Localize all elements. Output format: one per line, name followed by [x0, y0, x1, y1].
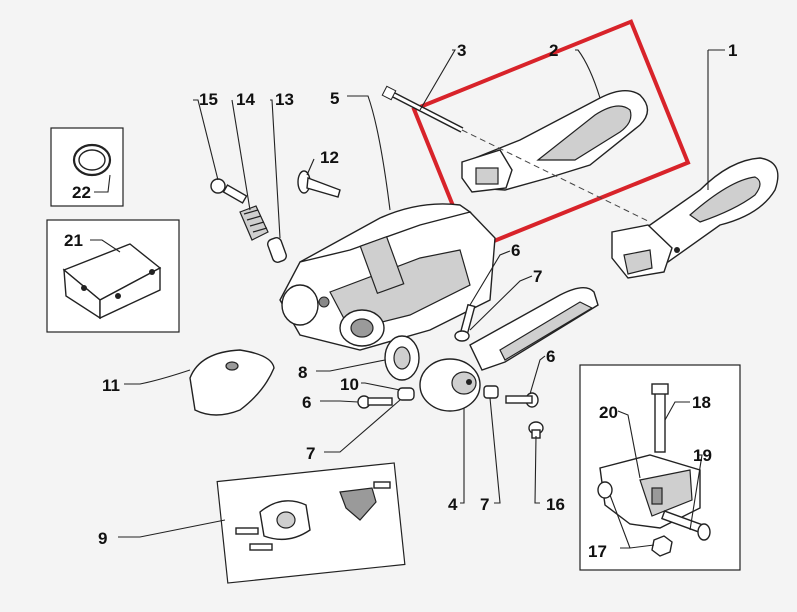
box-part-22	[50, 127, 124, 207]
part-3-bolt[interactable]	[381, 85, 464, 133]
part-18-bolt[interactable]	[651, 383, 669, 453]
callout-6-right: 6	[546, 347, 555, 366]
part-12-bolt[interactable]	[297, 170, 341, 198]
part-1-handle[interactable]	[611, 157, 779, 279]
assembly-axis-dashed-line	[461, 129, 651, 223]
callout-labels: 1 2 3 4 5 6 6 6 7 7 7 8 9 10 11 12 13 14…	[64, 41, 737, 561]
callout-21: 21	[64, 231, 83, 250]
part-6-screw-right[interactable]	[505, 392, 539, 408]
callout-8: 8	[298, 363, 307, 382]
box-part-9	[216, 462, 406, 584]
part-2-handle[interactable]	[461, 90, 649, 193]
part-13-pin[interactable]	[266, 236, 287, 263]
part-15-knob[interactable]	[210, 178, 248, 204]
part-14-spring[interactable]	[239, 205, 269, 241]
part-5-main-body[interactable]	[279, 203, 496, 351]
callout-17: 17	[588, 542, 607, 561]
red-highlight-box	[411, 19, 691, 253]
part-21-clamp[interactable]	[62, 243, 162, 320]
part-6-screw-left[interactable]	[357, 395, 393, 409]
part-4-lever[interactable]	[419, 287, 599, 412]
callout-6-top: 6	[511, 241, 520, 260]
part-19-bolt[interactable]	[661, 510, 711, 541]
callout-15: 15	[199, 90, 218, 109]
callout-7-left: 7	[306, 444, 315, 463]
callout-16: 16	[546, 495, 565, 514]
part-9-clamp-kit[interactable]	[235, 481, 391, 551]
part-11-guard[interactable]	[189, 349, 275, 416]
callout-7-top: 7	[533, 267, 542, 286]
callout-3: 3	[457, 41, 466, 60]
callout-10: 10	[340, 375, 359, 394]
part-8-disc[interactable]	[384, 335, 420, 381]
callout-18: 18	[692, 393, 711, 412]
callout-22: 22	[72, 183, 91, 202]
part-6-screw-top[interactable]	[454, 303, 476, 342]
callout-14: 14	[236, 90, 255, 109]
callout-1: 1	[728, 41, 737, 60]
callout-20: 20	[599, 403, 618, 422]
callout-11: 11	[102, 376, 120, 395]
part-17-nut[interactable]	[597, 481, 673, 557]
callout-2: 2	[549, 41, 558, 60]
callout-9: 9	[98, 529, 107, 548]
callout-7-bottom: 7	[480, 495, 489, 514]
callout-6-left: 6	[302, 393, 311, 412]
callout-5: 5	[330, 89, 339, 108]
part-22-ring[interactable]	[72, 143, 112, 177]
callout-12: 12	[320, 148, 339, 167]
callout-13: 13	[275, 90, 294, 109]
part-10-bushing[interactable]	[397, 387, 415, 401]
callout-19: 19	[693, 446, 712, 465]
part-7-nut[interactable]	[483, 385, 499, 399]
callout-4: 4	[448, 495, 458, 514]
callout-leaders	[90, 49, 725, 549]
